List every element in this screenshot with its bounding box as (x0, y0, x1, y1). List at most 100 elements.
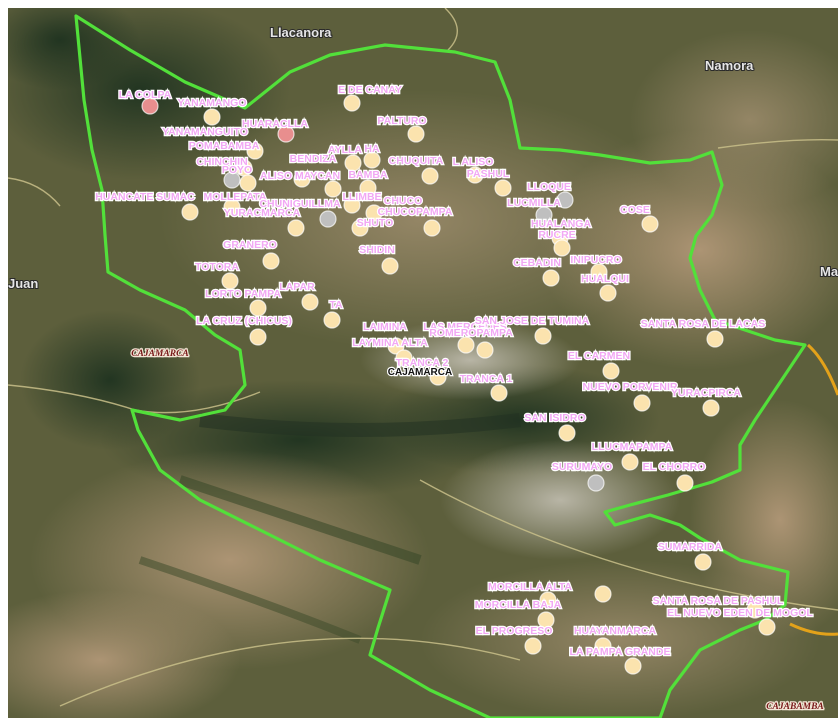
locality-marker[interactable] (324, 180, 342, 198)
locality-marker[interactable] (344, 154, 362, 172)
locality-label: LAPAR (279, 281, 315, 293)
locality-label: SUMARRIDA (658, 541, 723, 553)
locality-marker[interactable] (359, 179, 377, 197)
road-label: CAJABAMBA (766, 702, 824, 712)
locality-marker[interactable] (542, 269, 560, 287)
locality-marker[interactable] (746, 601, 764, 619)
locality-marker[interactable] (287, 219, 305, 237)
locality-marker[interactable] (758, 618, 776, 636)
locality-label: ROMEROPAMPA (429, 327, 513, 339)
locality-marker[interactable] (343, 94, 361, 112)
locality-marker[interactable] (181, 203, 199, 221)
locality-marker[interactable] (594, 585, 612, 603)
locality-marker[interactable] (457, 336, 475, 354)
markers-layer[interactable] (141, 94, 776, 675)
locality-label: EL NUEVO EDEN DE MOGOL (667, 607, 813, 619)
locality-marker[interactable] (534, 327, 552, 345)
locality-marker[interactable] (553, 239, 571, 257)
locality-label: TA (329, 299, 343, 311)
locality-marker[interactable] (319, 210, 337, 228)
locality-marker[interactable] (676, 474, 694, 492)
locality-marker[interactable] (524, 637, 542, 655)
locality-label: L ALISO (453, 156, 494, 168)
locality-label: SHUTO (357, 217, 394, 229)
locality-marker[interactable] (535, 206, 553, 224)
locality-label: YANAMANGUITO (162, 126, 248, 138)
locality-marker[interactable] (365, 204, 383, 222)
locality-label: PASHUL (467, 168, 510, 180)
locality-label: MOLLEPATA (204, 191, 267, 203)
locality-label: BAMBA (348, 169, 387, 181)
locality-marker[interactable] (395, 349, 413, 367)
locality-marker[interactable] (537, 611, 555, 629)
locality-marker[interactable] (301, 293, 319, 311)
city-label: CAJAMARCA (388, 367, 452, 378)
place-label: Namora (705, 58, 754, 73)
locality-marker[interactable] (246, 142, 264, 160)
locality-marker[interactable] (494, 179, 512, 197)
locality-marker[interactable] (624, 657, 642, 675)
locality-label: CHUNIGUILLMA (259, 198, 340, 210)
locality-marker[interactable] (621, 453, 639, 471)
locality-marker[interactable] (590, 263, 608, 281)
locality-marker[interactable] (466, 166, 484, 184)
district-boundary[interactable] (74, 14, 807, 718)
locality-marker[interactable] (323, 311, 341, 329)
locality-marker[interactable] (602, 362, 620, 380)
locality-marker[interactable] (262, 252, 280, 270)
locality-marker[interactable] (594, 637, 612, 655)
locality-marker[interactable] (490, 384, 508, 402)
locality-marker[interactable] (706, 330, 724, 348)
locality-marker[interactable] (387, 337, 405, 355)
locality-marker[interactable] (249, 328, 267, 346)
locality-marker[interactable] (476, 341, 494, 359)
locality-marker[interactable] (587, 474, 605, 492)
locality-marker[interactable] (363, 151, 381, 169)
locality-marker[interactable] (293, 170, 311, 188)
locality-marker[interactable] (421, 167, 439, 185)
locality-label: LLUCMAPAMPA (592, 441, 673, 453)
locality-marker[interactable] (223, 198, 241, 216)
locality-marker[interactable] (407, 125, 425, 143)
place-label: Ma (820, 264, 838, 279)
locality-marker[interactable] (239, 174, 257, 192)
locality-marker[interactable] (702, 399, 720, 417)
locality-marker[interactable] (641, 215, 659, 233)
locality-marker[interactable] (539, 591, 557, 609)
locality-marker[interactable] (599, 284, 617, 302)
locality-marker[interactable] (277, 125, 295, 143)
locality-marker[interactable] (221, 272, 239, 290)
locality-label: CHINCHIN (196, 156, 247, 168)
road-label: CAJAMARCA (131, 349, 189, 359)
locality-label: NUEVO PORVENIR (583, 381, 678, 393)
locality-marker[interactable] (429, 368, 447, 386)
locality-label: SAN JOSE DE TUMINA (475, 315, 590, 327)
locality-label: MORCILLA ALTA (488, 581, 572, 593)
locality-marker[interactable] (633, 394, 651, 412)
locality-marker[interactable] (351, 219, 369, 237)
locality-label: YANAMANGO (177, 97, 246, 109)
locality-label: ALISO MAYCAN (260, 170, 340, 182)
locality-marker[interactable] (558, 424, 576, 442)
locality-label: YURACMARCA (224, 207, 301, 219)
locality-label: COSE (620, 204, 650, 216)
locality-label: BENDIZA (290, 153, 337, 165)
locality-label: YURACPIRCA (671, 387, 741, 399)
locality-marker[interactable] (694, 553, 712, 571)
locality-label: E DE CANAY (338, 84, 402, 96)
locality-label: HUANCATE SUMAC (95, 191, 195, 203)
locality-marker[interactable] (249, 299, 267, 317)
locality-label: CHUQUITA (389, 155, 444, 167)
locality-marker[interactable] (381, 257, 399, 275)
locality-marker[interactable] (556, 191, 574, 209)
locality-marker[interactable] (423, 219, 441, 237)
locality-marker[interactable] (203, 108, 221, 126)
locality-label: HUAYANMARCA (574, 625, 656, 637)
locality-label: SANTA ROSA DE PASHUL (653, 595, 784, 607)
locality-marker[interactable] (141, 97, 159, 115)
locality-label: GRANERO (223, 239, 277, 251)
locality-marker[interactable] (343, 196, 361, 214)
locality-label: HUALANGA (531, 218, 591, 230)
